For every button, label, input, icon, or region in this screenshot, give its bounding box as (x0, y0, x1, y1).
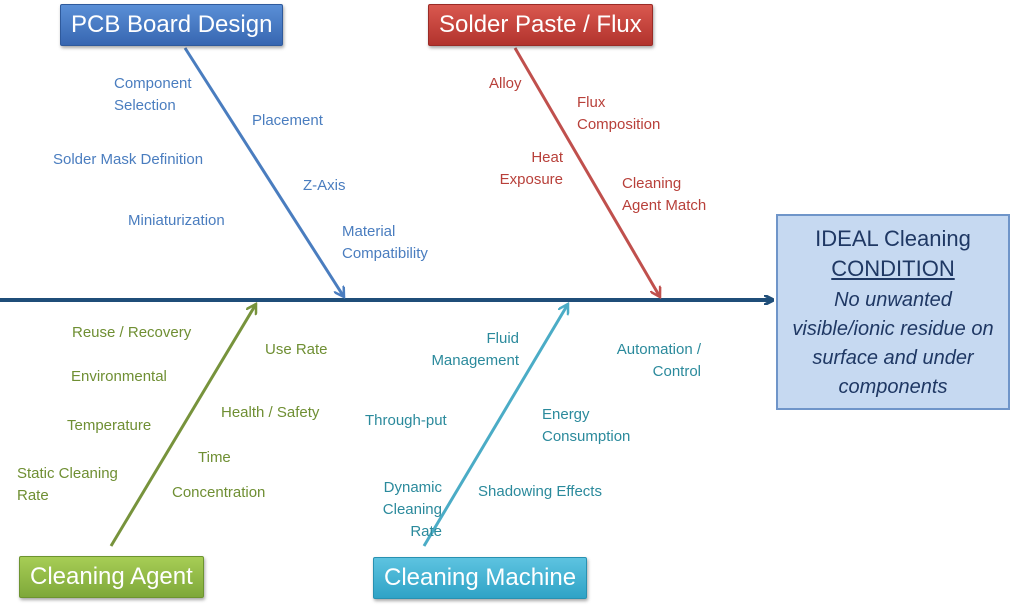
cause-placement: Placement (252, 112, 323, 129)
cause-static-cleaning-rate: Static Cleaning Rate (17, 463, 118, 507)
cause-line: Control (652, 363, 701, 380)
effect-description: No unwanted visible/ionic residue on sur… (792, 289, 994, 398)
cause-health-safety: Health / Safety (221, 404, 320, 421)
cause-material-compatibility: Material Compatibility (342, 221, 428, 265)
cause-heat-exposure: Heat Exposure (494, 147, 563, 191)
cause-line: Selection (114, 97, 176, 114)
effect-box-ideal-cleaning-condition: IDEAL Cleaning CONDITION No unwanted vis… (776, 214, 1010, 410)
cause-reuse-recovery: Reuse / Recovery (72, 324, 192, 341)
cause-line: Dynamic (383, 479, 442, 496)
cause-line: Consumption (542, 428, 631, 445)
cause-through-put: Through-put (365, 412, 447, 429)
cause-line: Fluid (486, 330, 519, 347)
effect-title: IDEAL Cleaning (815, 226, 971, 251)
cause-line: Static Cleaning (17, 465, 118, 482)
category-cleaning-machine: Cleaning Machine (373, 557, 588, 599)
cause-line: Heat (531, 149, 563, 166)
agent-bone-arrow (109, 304, 258, 547)
category-pcb-board-design: PCB Board Design (60, 4, 284, 46)
cause-line: Rate (410, 523, 442, 540)
cause-energy-consumption: Energy Consumption (542, 404, 630, 448)
solder-bone-arrow (513, 47, 660, 297)
cause-line: Rate (17, 487, 49, 504)
cause-automation-control: Automation / Control (595, 339, 701, 383)
cause-line: Cleaning (622, 175, 682, 192)
cause-miniaturization: Miniaturization (128, 212, 225, 229)
cause-line: Cleaning (382, 501, 442, 518)
cause-line: Component (114, 75, 192, 92)
cause-time: Time (198, 449, 231, 466)
cause-z-axis: Z-Axis (303, 177, 346, 194)
cause-dynamic-cleaning-rate: Dynamic Cleaning Rate (372, 477, 442, 543)
cause-line: Composition (577, 116, 661, 133)
effect-subtitle: CONDITION (831, 256, 955, 281)
cause-line: Management (431, 352, 519, 369)
cause-line: Material (342, 223, 396, 240)
cause-alloy: Alloy (489, 75, 522, 92)
cause-component-selection: Component Selection (114, 73, 192, 117)
cause-cleaning-agent-match: Cleaning Agent Match (622, 173, 706, 217)
cause-use-rate: Use Rate (265, 341, 328, 358)
cause-line: Flux (577, 94, 606, 111)
cause-fluid-management: Fluid Management (417, 328, 519, 372)
machine-bone-arrow (422, 304, 568, 547)
cause-environmental: Environmental (71, 368, 167, 385)
category-solder-paste-flux: Solder Paste / Flux (428, 4, 653, 46)
cause-line: Automation / (616, 341, 701, 358)
cause-temperature: Temperature (67, 417, 152, 434)
cause-line: Exposure (499, 171, 563, 188)
cause-shadowing-effects: Shadowing Effects (478, 483, 602, 500)
cause-flux-composition: Flux Composition (577, 92, 660, 136)
cause-concentration: Concentration (172, 484, 266, 501)
pcb-bone-arrow (183, 47, 344, 297)
cause-solder-mask-definition: Solder Mask Definition (53, 151, 204, 168)
category-cleaning-agent: Cleaning Agent (19, 556, 204, 598)
cause-line: Compatibility (342, 245, 428, 262)
cause-line: Agent Match (622, 197, 707, 214)
cause-line: Energy (542, 406, 590, 423)
